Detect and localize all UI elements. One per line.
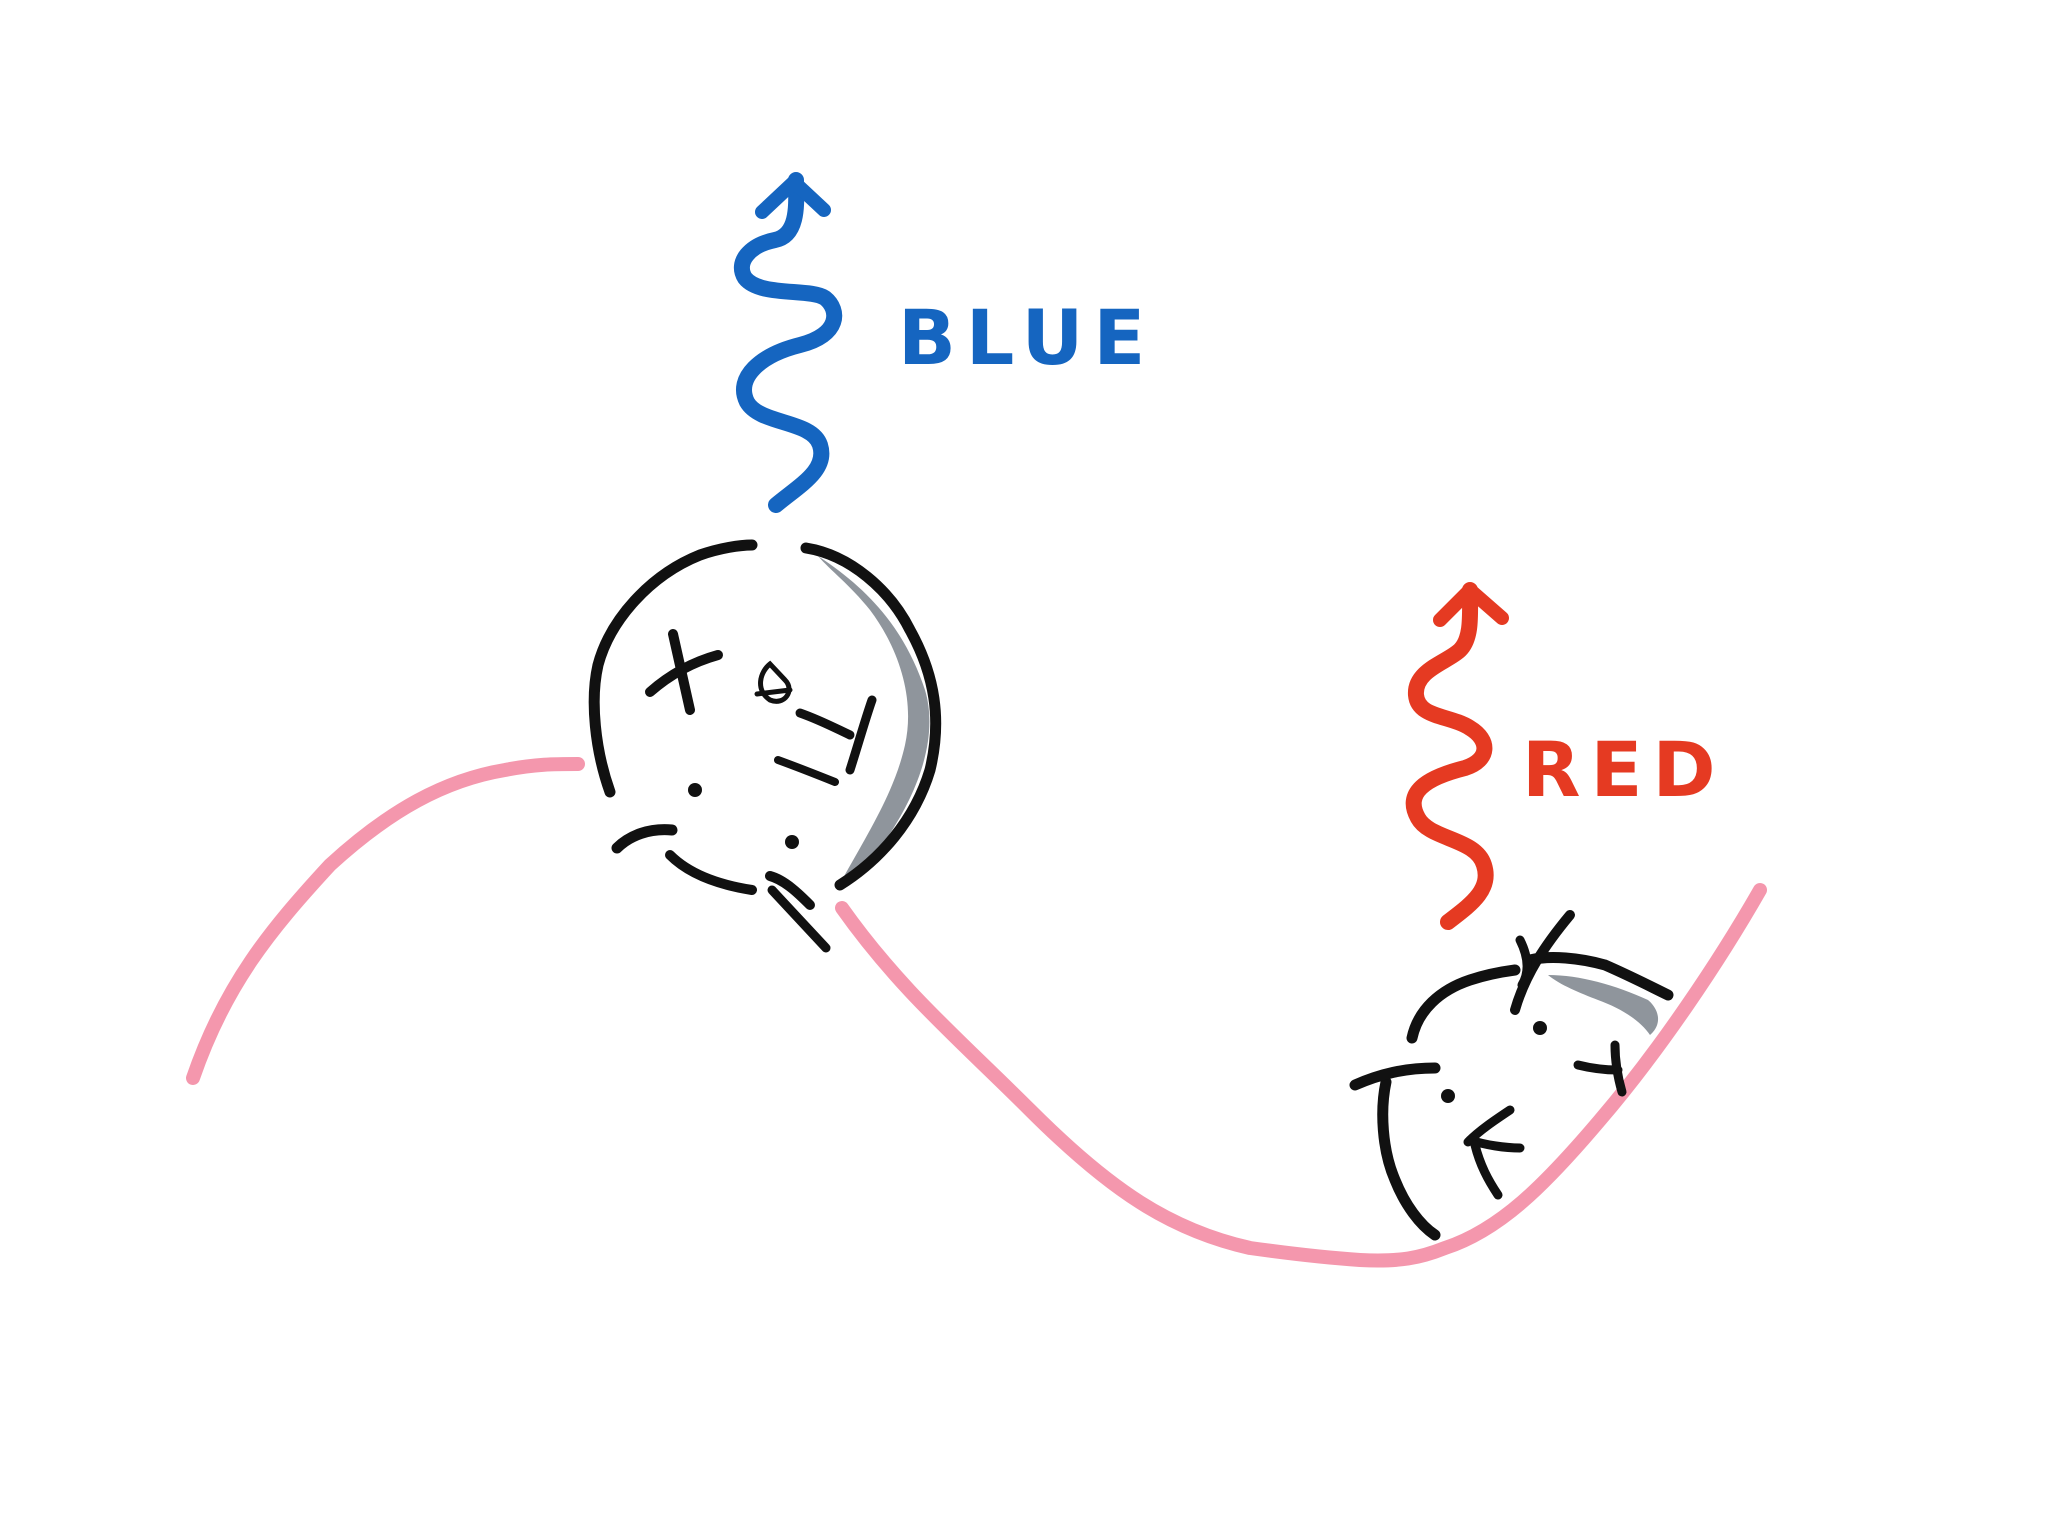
wavy-line-valley-segment [835, 883, 1767, 1268]
red-wavy-arrow-icon [1405, 582, 1509, 930]
wavy-line-left-segment [186, 757, 585, 1085]
top-ball-icon [588, 539, 942, 953]
blue-label: BLUE [898, 293, 1156, 382]
bottom-ball-shading [1548, 975, 1659, 1035]
blue-wavy-arrow-icon [733, 172, 843, 513]
red-label: RED [1522, 725, 1726, 814]
top-ball-shading [818, 556, 930, 880]
bottom-ball-icon [1349, 910, 1674, 1241]
